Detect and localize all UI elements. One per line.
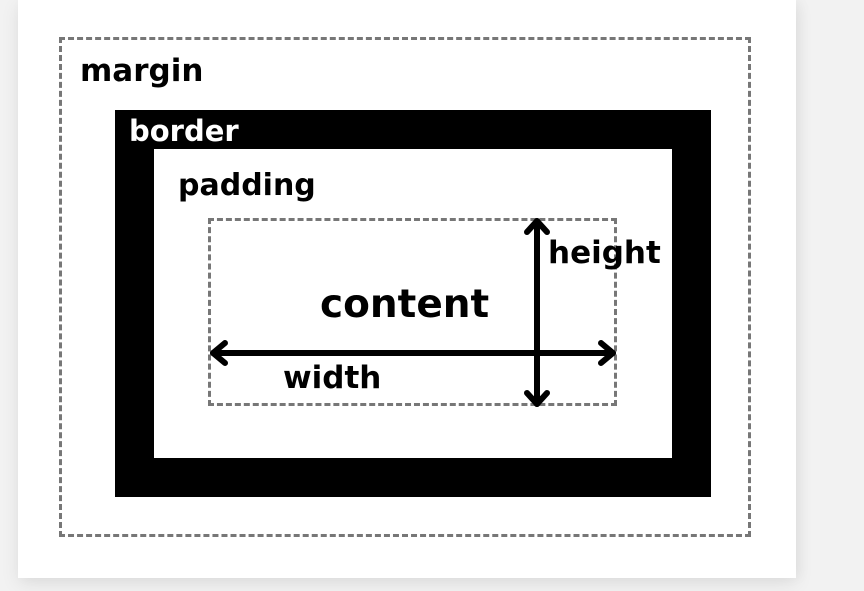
- margin-label: margin: [80, 53, 204, 89]
- height-label: height: [548, 235, 661, 271]
- padding-area: [154, 149, 672, 458]
- width-arrow-right-head: [598, 340, 616, 366]
- border-label: border: [129, 114, 239, 148]
- content-area: [208, 218, 617, 406]
- height-arrow-top-head: [524, 218, 550, 235]
- width-arrow-left-head: [210, 340, 228, 366]
- content-label: content: [320, 282, 490, 327]
- margin-area: [59, 37, 751, 537]
- padding-label: padding: [178, 168, 316, 203]
- height-arrow-bottom-head: [524, 390, 550, 407]
- width-label: width: [283, 360, 382, 396]
